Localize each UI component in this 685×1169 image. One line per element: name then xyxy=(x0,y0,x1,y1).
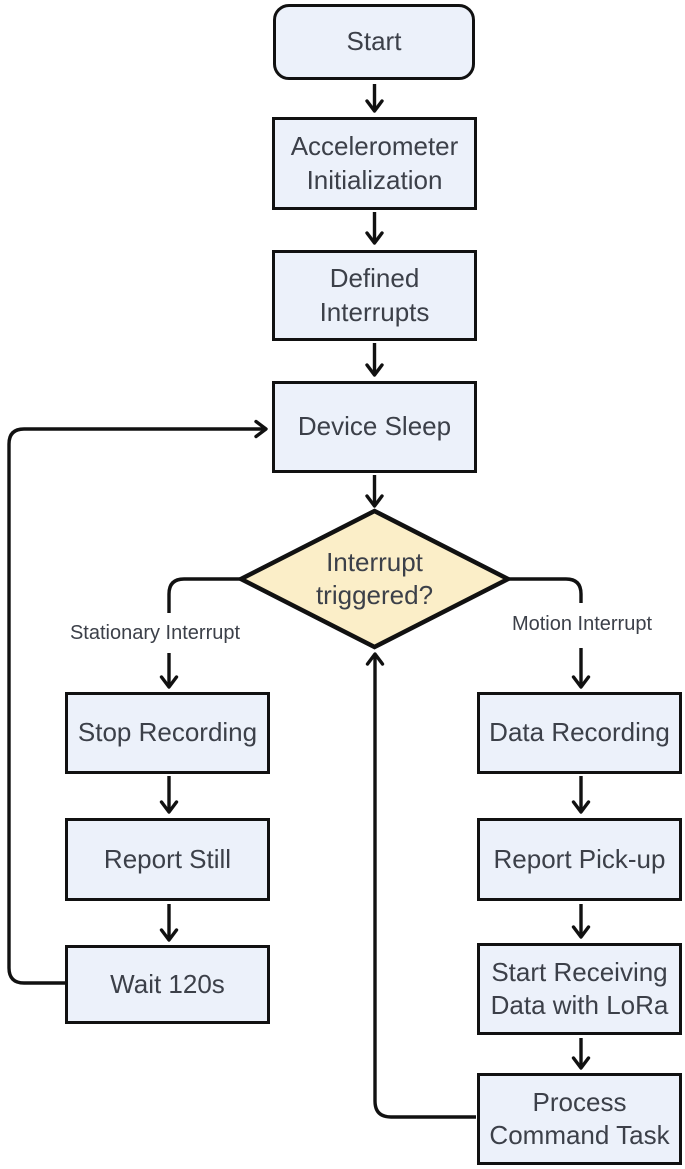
node-start-receiving-data-lora: Start Receiving Data with LoRa xyxy=(477,943,682,1035)
node-process-command-task: Process Command Task xyxy=(477,1073,682,1165)
node-device-sleep: Device Sleep xyxy=(272,381,477,473)
node-start: Start xyxy=(273,4,475,80)
edge-process-command-loop-to-decision xyxy=(365,652,476,1119)
node-report-still: Report Still xyxy=(65,818,270,901)
node-interrupt-decision-label: Interrupt triggered? xyxy=(315,546,434,610)
node-report-pickup: Report Pick-up xyxy=(477,818,682,901)
decision-diamond-shape xyxy=(236,508,513,650)
edge-decision-to-motion-branch xyxy=(506,577,583,603)
edge-wait-120s-loop-to-device-sleep xyxy=(7,419,268,985)
node-wait-120s: Wait 120s xyxy=(65,945,270,1024)
branch-label-motion-interrupt: Motion Interrupt xyxy=(511,613,653,635)
node-stop-recording: Stop Recording xyxy=(65,692,270,774)
node-accelerometer-initialization: Accelerometer Initialization xyxy=(272,117,477,210)
node-data-recording: Data Recording xyxy=(477,692,682,774)
edge-decision-to-stationary-branch xyxy=(167,577,243,613)
branch-label-stationary-interrupt: Stationary Interrupt xyxy=(69,622,241,644)
node-defined-interrupts: Defined Interrupts xyxy=(272,250,477,341)
